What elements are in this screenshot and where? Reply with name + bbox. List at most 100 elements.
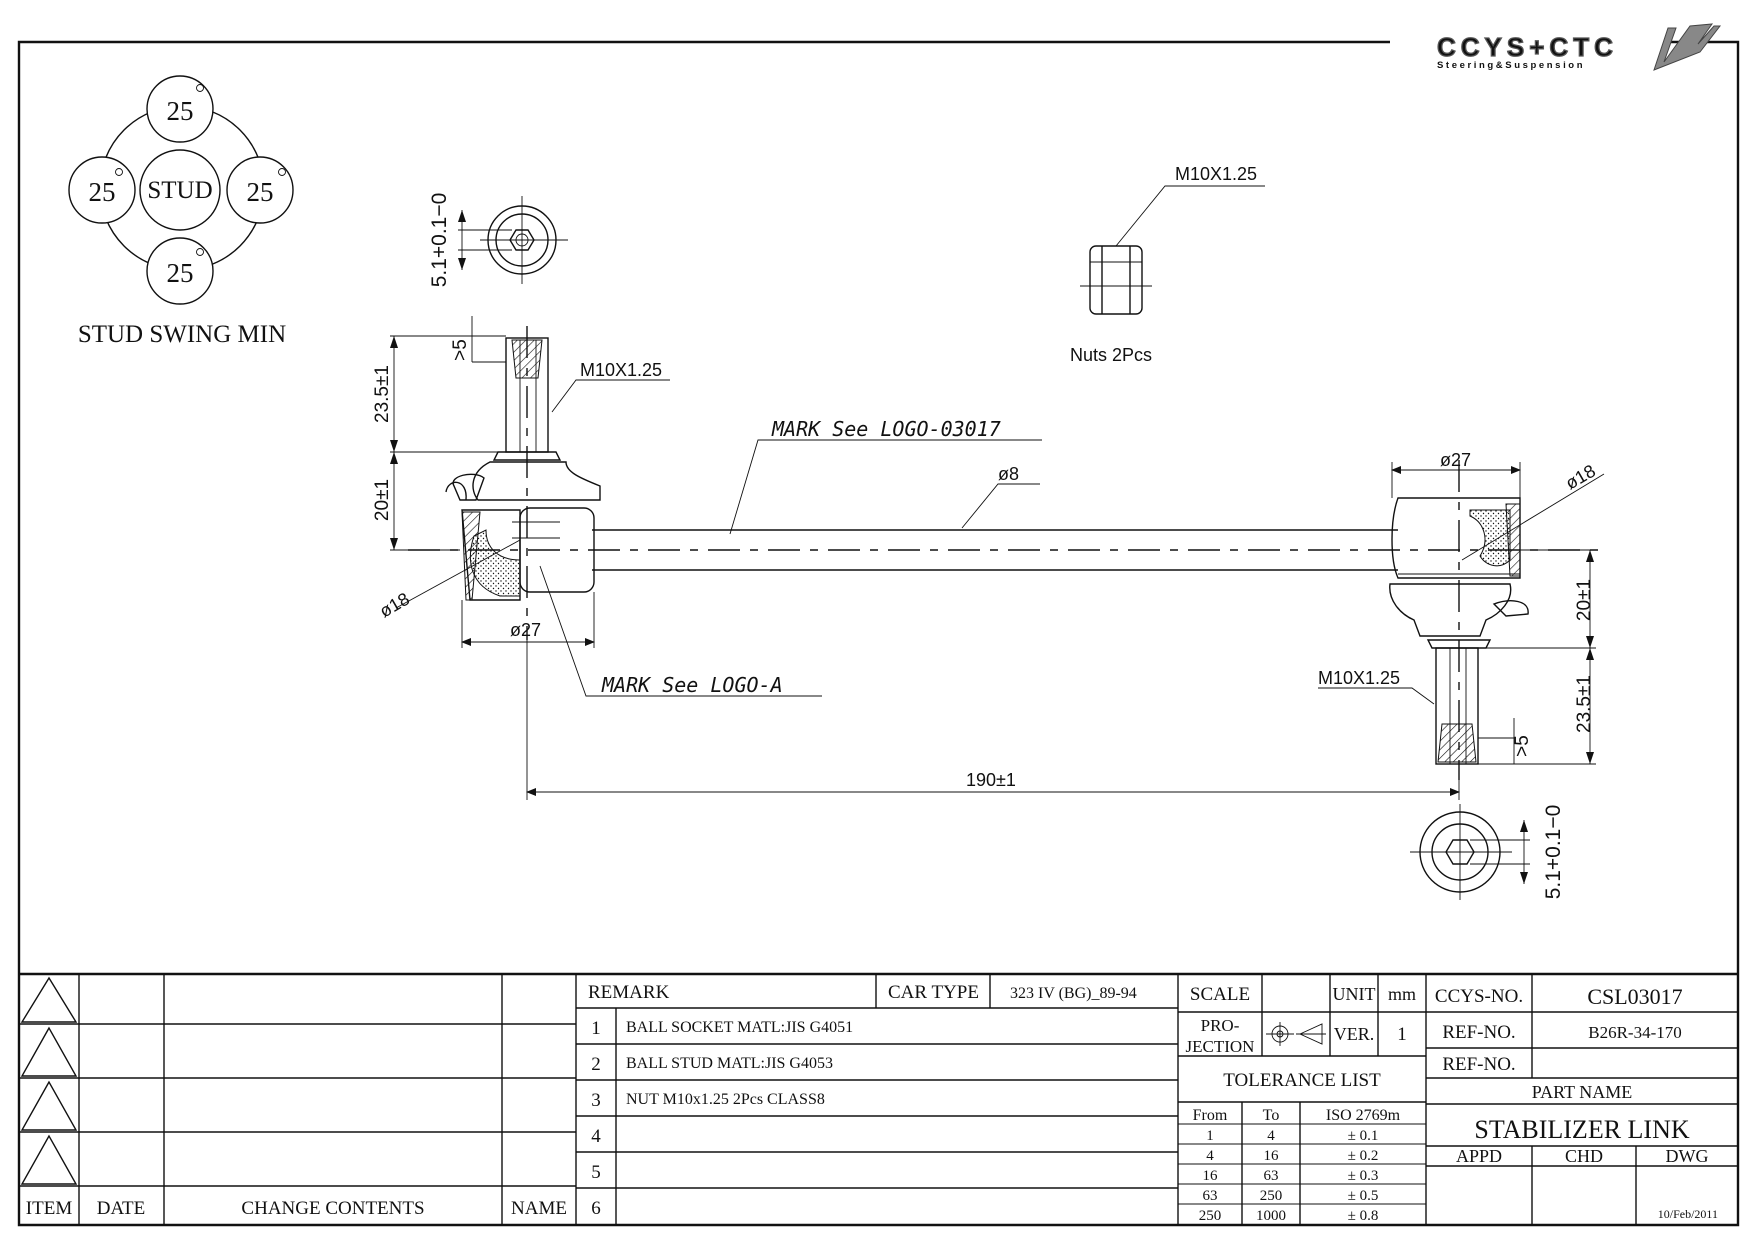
brand-emblem-icon: [1653, 23, 1722, 71]
remarks-table: REMARK CAR TYPE 323 IV (BG)_89-94 1 BALL…: [576, 974, 1179, 1225]
dim-socket-dia-right: ø27: [1440, 450, 1471, 470]
stabilizer-link-drawing: 23.5±1 20±1 >5 ø27 ø18 20±1 23.5±1: [372, 316, 1605, 800]
appd-label: APPD: [1456, 1146, 1502, 1166]
dim-ball-dia-right: ø18: [1562, 461, 1599, 494]
ccys-no-value: CSL03017: [1587, 984, 1682, 1009]
thread-label-top: M10X1.25: [580, 360, 662, 380]
hex-end-view-bottom: 5.1+0.1−0: [1410, 804, 1565, 900]
tol-value: ± 0.3: [1348, 1168, 1379, 1184]
revision-triangle-2: [20, 1026, 78, 1077]
dim-stud-length-right: 23.5±1: [1574, 675, 1595, 733]
part-name-value: STABILIZER LINK: [1474, 1115, 1689, 1144]
hex-dim-bottom: 5.1+0.1−0: [1542, 805, 1565, 900]
swing-angle-right: 25: [247, 177, 274, 207]
swing-caption: STUD SWING MIN: [78, 321, 286, 348]
remark-text: NUT M10x1.25 2Pcs CLASS8: [626, 1091, 825, 1108]
tol-to: 16: [1264, 1148, 1280, 1164]
tol-value: ± 0.8: [1348, 1208, 1379, 1224]
swing-center-label: STUD: [147, 177, 212, 204]
tol-value: ± 0.2: [1348, 1148, 1379, 1164]
dim-rod-dia: ø8: [998, 464, 1019, 484]
dim-socket-dia-left: ø27: [510, 620, 541, 640]
scale-tolerance-block: SCALE UNIT mm PRO- JECTION VER. 1 TOLERA…: [1178, 974, 1427, 1225]
header-name: NAME: [511, 1198, 567, 1219]
car-type-label: CAR TYPE: [888, 982, 979, 1003]
dim-ball-dia-left: ø18: [376, 589, 413, 622]
ref-no-value: B26R-34-170: [1588, 1023, 1682, 1042]
revision-triangle-3: [20, 1080, 78, 1131]
brand-name: CCYS+CTC: [1437, 32, 1618, 62]
unit-value: mm: [1388, 984, 1416, 1004]
part-name-label: PART NAME: [1532, 1082, 1632, 1102]
tol-from: 16: [1203, 1168, 1219, 1184]
brand-tagline: Steering&Suspension: [1437, 60, 1585, 71]
revision-triangle-1: [20, 976, 78, 1023]
scale-label: SCALE: [1190, 984, 1250, 1005]
remark-text: BALL SOCKET MATL:JIS G4051: [626, 1019, 853, 1036]
tol-to: 1000: [1256, 1208, 1286, 1224]
hex-dim-top: 5.1+0.1−0: [428, 193, 451, 288]
tol-to: 63: [1264, 1168, 1279, 1184]
car-type-value: 323 IV (BG)_89-94: [1010, 985, 1137, 1002]
tol-to: 250: [1260, 1188, 1283, 1204]
change-table: ITEM DATE CHANGE CONTENTS NAME: [19, 974, 577, 1225]
tol-from: 63: [1203, 1188, 1218, 1204]
dim-height-right: 20±1: [1574, 579, 1595, 621]
remark-no: 3: [591, 1090, 601, 1111]
dim-stud-length-left: 23.5±1: [372, 365, 393, 423]
third-angle-projection-icon: [1266, 1022, 1326, 1046]
nut-detail: M10X1.25 Nuts 2Pcs: [1070, 164, 1265, 365]
tol-header-to: To: [1263, 1107, 1280, 1124]
remark-no: 1: [591, 1018, 601, 1039]
header-date: DATE: [97, 1198, 146, 1219]
revision-triangle-4: [20, 1134, 78, 1185]
part-number-block: CCYS-NO. CSL03017 REF-NO. B26R-34-170 RE…: [1426, 974, 1738, 1225]
remark-text: BALL STUD MATL:JIS G4053: [626, 1055, 833, 1072]
dimensions: 23.5±1 20±1 >5 ø27 ø18 20±1 23.5±1: [372, 316, 1605, 800]
dim-thread-min-left: >5: [450, 339, 471, 361]
projection-label-2: JECTION: [1186, 1037, 1255, 1056]
dim-height-left: 20±1: [372, 479, 393, 521]
tol-header-from: From: [1193, 1107, 1228, 1124]
remark-no: 5: [591, 1162, 601, 1183]
dim-thread-min-right: >5: [1512, 735, 1533, 757]
remark-no: 6: [591, 1198, 601, 1219]
swing-angle-bottom: 25: [167, 258, 194, 288]
mark-logo-a: MARK See LOGO-A: [601, 673, 783, 697]
nuts-quantity-label: Nuts 2Pcs: [1070, 345, 1152, 365]
remark-no: 2: [591, 1054, 601, 1075]
header-change-contents: CHANGE CONTENTS: [241, 1198, 424, 1219]
ccys-no-label: CCYS-NO.: [1435, 986, 1523, 1007]
remark-header: REMARK: [588, 982, 670, 1003]
swing-angle-top: 25: [167, 96, 194, 126]
projection-label-1: PRO-: [1201, 1016, 1240, 1035]
remark-no: 4: [591, 1126, 601, 1147]
ver-value: 1: [1397, 1024, 1407, 1045]
stud-swing-diagram: 25 25 25 25 STUD STUD SWING MIN: [68, 75, 294, 348]
right-ball-joint: [1389, 460, 1529, 780]
sheet-border: [17, 40, 1740, 1227]
tol-value: ± 0.5: [1348, 1188, 1379, 1204]
header-item: ITEM: [26, 1198, 73, 1219]
callouts: M10X1.25 MARK See LOGO-03017 MARK See LO…: [539, 360, 1435, 705]
tol-from: 4: [1206, 1148, 1214, 1164]
hex-end-view-top: 5.1+0.1−0: [428, 193, 568, 288]
thread-label-bottom: M10X1.25: [1318, 668, 1400, 688]
dwg-label: DWG: [1666, 1146, 1709, 1166]
ver-label: VER.: [1334, 1024, 1375, 1044]
tol-header-std: ISO 2769m: [1326, 1107, 1401, 1124]
unit-label: UNIT: [1333, 984, 1376, 1004]
tol-to: 4: [1267, 1128, 1275, 1144]
ref-no-label: REF-NO.: [1442, 1022, 1515, 1043]
ref-no-2-label: REF-NO.: [1442, 1054, 1515, 1075]
tol-from: 250: [1199, 1208, 1222, 1224]
mark-logo-main: MARK See LOGO-03017: [771, 417, 1001, 441]
swing-angle-left: 25: [89, 177, 116, 207]
tol-from: 1: [1206, 1128, 1214, 1144]
tolerance-title: TOLERANCE LIST: [1223, 1070, 1381, 1091]
chd-label: CHD: [1565, 1146, 1603, 1166]
brand-logo: CCYS+CTC Steering&Suspension: [1436, 23, 1722, 71]
dim-overall-length: 190±1: [966, 770, 1016, 790]
left-ball-joint: [445, 326, 601, 640]
